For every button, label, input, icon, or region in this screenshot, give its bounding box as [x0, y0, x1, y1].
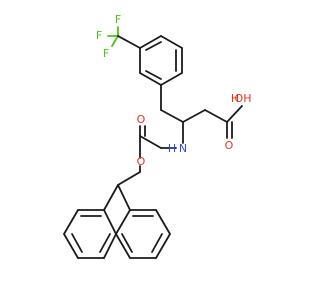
bond-cf3-ring: [117, 35, 141, 49]
ring-double-bond: [71, 233, 83, 253]
amide-nitrogen: N H: [160, 121, 187, 155]
atom-f-lower: F: [103, 47, 109, 60]
ring-bond: [160, 72, 183, 86]
bond-ch-ch2: [182, 109, 206, 123]
bond-n-carbonyl: [139, 135, 162, 149]
atom-f-left: F: [96, 29, 102, 42]
ring-bond: [115, 209, 131, 235]
carboxylic-acid: O OH: [225, 92, 252, 152]
ring-bond: [63, 233, 79, 259]
ring-double-bond: [121, 233, 133, 253]
atom-n: N: [179, 142, 187, 155]
ring-bond: [103, 209, 117, 235]
atom-o-ester: O: [137, 155, 146, 168]
bond-ch2-fluorenyl: [117, 171, 141, 186]
atom-h-nh: H: [168, 142, 176, 155]
ring-double-bond: [145, 70, 162, 80]
bond-c9-c9a: [117, 184, 131, 211]
bond-c-f-lower: [111, 35, 119, 47]
atom-oh-acid: OH: [235, 92, 252, 105]
bond-c-oh: [226, 105, 243, 123]
ring-bond: [115, 233, 131, 259]
ring-bond: [63, 209, 79, 235]
bond-ch2-cooh: [204, 109, 228, 123]
phenyl-ring: [139, 35, 183, 86]
atom-o-carbonyl: O: [137, 113, 146, 126]
trifluoromethyl-group: [107, 26, 141, 49]
bond-ch2-ch: [160, 109, 184, 123]
ring-bond: [155, 233, 171, 259]
atom-h-oh: H: [231, 92, 239, 105]
carbamate: O O: [137, 113, 162, 173]
ring-double-bond: [151, 233, 163, 253]
ring-bond: [139, 72, 162, 86]
ring-double-bond: [99, 233, 111, 253]
atom-f-top: F: [115, 13, 121, 26]
ring-bond: [103, 233, 117, 259]
molecule-diagram: O OH N H O O: [63, 13, 252, 259]
ring-bond: [160, 35, 183, 49]
bond-c9-c8a: [103, 184, 119, 211]
backbone: [160, 84, 228, 123]
atom-o-acid: O: [225, 139, 234, 152]
ring-bond: [139, 35, 162, 49]
ring-bond: [155, 209, 171, 235]
methylene-linker: [117, 171, 141, 186]
ring-double-bond: [145, 41, 162, 51]
fluorenyl-group: [63, 184, 171, 259]
